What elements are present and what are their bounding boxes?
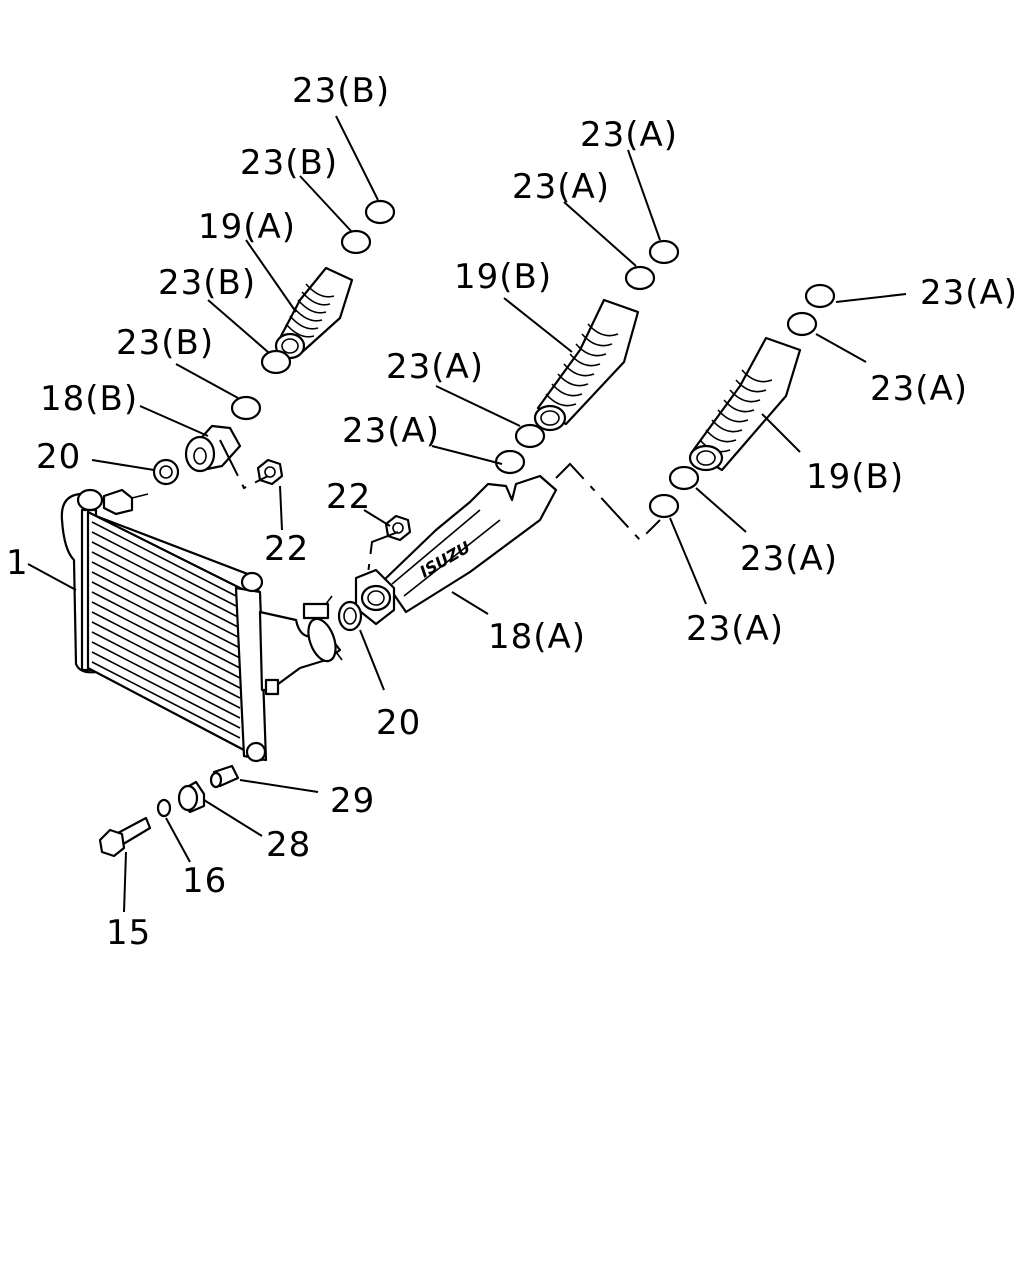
cushion-28 [177,780,206,814]
clamp-23b-group [230,199,396,421]
callout-labels: 23(B) 23(B) 19(A) 23(B) 23(B) 18(B) 20 2… [6,71,1018,953]
label-19b-mid: 19(B) [454,257,552,297]
nut-22-left [256,458,284,486]
label-29: 29 [330,781,375,821]
clamp-23a-group [494,239,836,519]
label-23b-3: 23(B) [158,263,256,303]
washer-16 [156,798,172,818]
hose-19a [274,266,354,360]
label-19b-right: 19(B) [806,457,904,497]
intercooler-core [60,488,343,763]
label-22-left: 22 [264,529,309,569]
label-23a-1: 23(A) [580,115,678,155]
label-18b: 18(B) [40,379,138,419]
nut-22-mid [384,514,412,542]
gasket-20-mid [337,600,363,632]
label-23a-4: 23(A) [342,411,440,451]
label-23a-7: 23(A) [740,539,838,579]
label-22-mid: 22 [326,477,371,517]
pipe-18a: ISUZU [354,474,558,626]
hose-19b-mid [533,298,640,432]
center-lines [219,439,661,575]
label-20-left: 20 [36,437,81,477]
label-23a-3: 23(A) [386,347,484,387]
label-19a: 19(A) [198,207,296,247]
label-16: 16 [182,861,227,901]
label-23a-5: 23(A) [920,273,1018,313]
leader-lines [27,115,907,913]
pipe-18b [184,424,242,473]
label-23a-6: 23(A) [870,369,968,409]
label-28: 28 [266,825,311,865]
label-23a-2: 23(A) [512,167,610,207]
label-23b-4: 23(B) [116,323,214,363]
label-15: 15 [106,913,151,953]
label-1: 1 [6,543,29,583]
hose-19b-right [688,336,802,472]
label-23b-2: 23(B) [240,143,338,183]
label-20-mid: 20 [376,703,421,743]
bolt-15 [98,816,152,858]
label-18a: 18(A) [488,617,586,657]
label-23b-1: 23(B) [292,71,390,111]
label-23a-8: 23(A) [686,609,784,649]
collar-29 [209,764,240,789]
gasket-20-left [152,458,180,486]
